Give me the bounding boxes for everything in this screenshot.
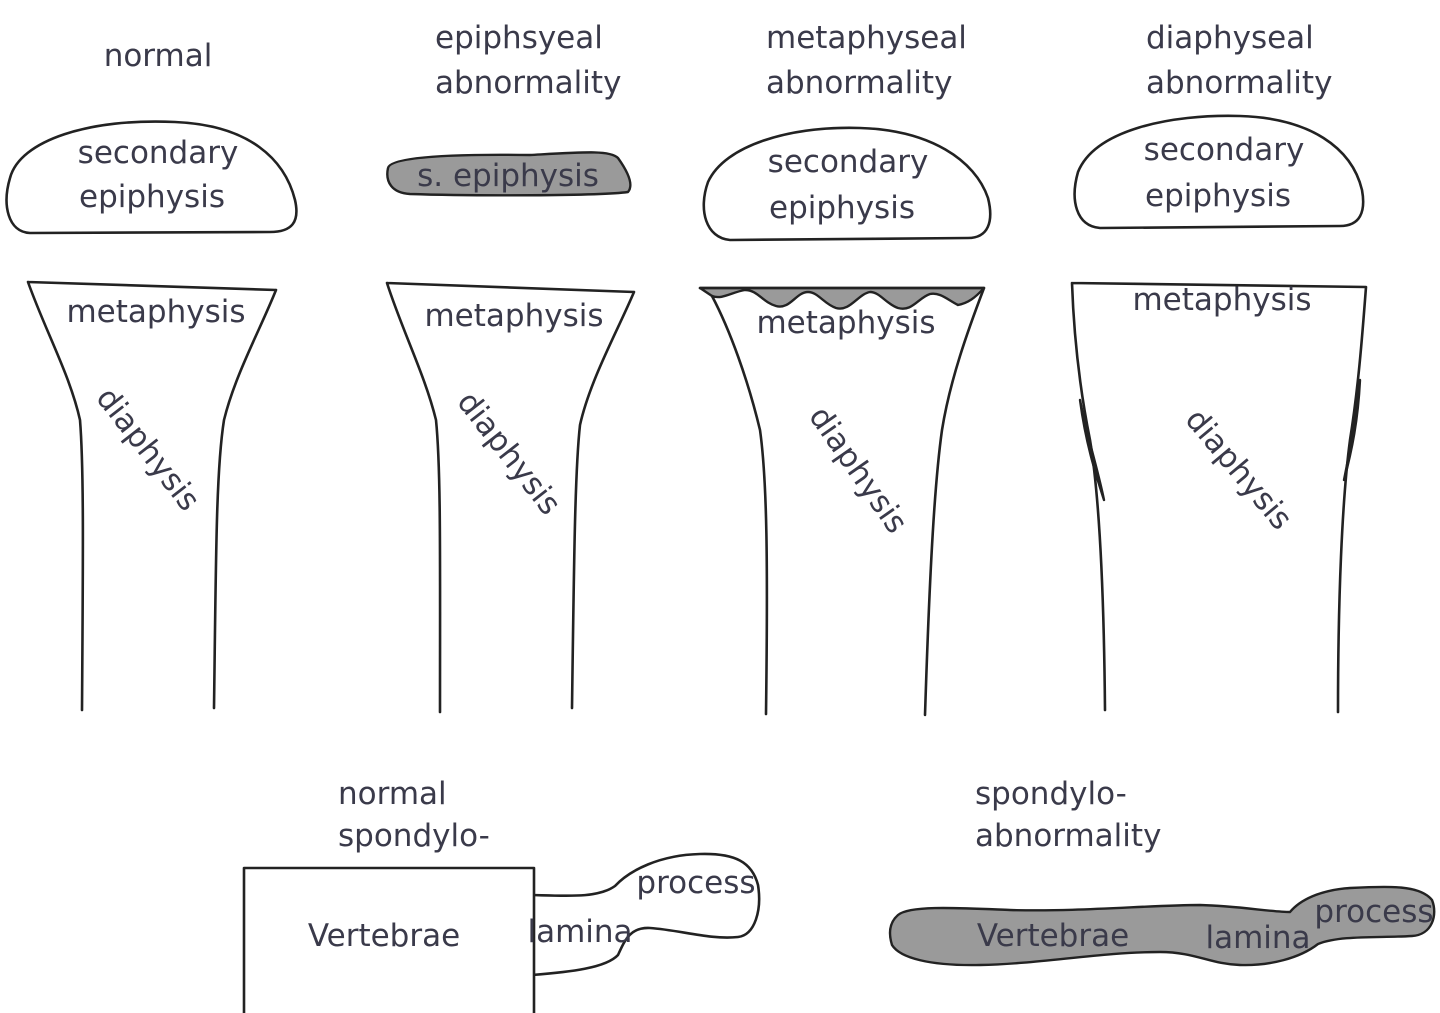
panel-title: diaphyseal	[1146, 20, 1314, 56]
panel-normal: normal secondary epiphysis metaphysis di…	[5, 38, 298, 712]
secondary-epiphysis-shape	[702, 126, 992, 242]
diaphysis-label: diaphysis	[450, 385, 568, 522]
long-bone-shape	[385, 281, 636, 714]
long-bone-shape	[1070, 281, 1368, 714]
process-label: process	[1314, 894, 1433, 930]
metaphysis-label: metaphysis	[424, 298, 603, 334]
metaphysis-label: metaphysis	[1132, 282, 1311, 318]
flattened-vertebra-shape	[888, 885, 1436, 967]
irregular-metaphysis-shape	[698, 286, 986, 310]
diaphysis-label: diaphysis	[801, 400, 914, 540]
metaphysis-label: metaphysis	[756, 305, 935, 341]
secondary-epiphysis-shape	[5, 120, 298, 235]
panel-diaphyseal-abnormality: diaphyseal abnormality secondary epiphys…	[1070, 20, 1368, 714]
panel-title: abnormality	[766, 65, 952, 101]
epiphysis-label: epiphysis	[1145, 178, 1291, 214]
diaphysis-label: diaphysis	[1178, 402, 1299, 537]
epiphysis-label: secondary	[1144, 132, 1305, 168]
diaphysis-thickening-right	[1342, 378, 1362, 482]
spine-title: abnormality	[975, 818, 1161, 854]
lamina-process-shape	[530, 852, 761, 977]
process-label: process	[636, 865, 755, 901]
epiphysis-label: secondary	[768, 144, 929, 180]
epiphysis-label: epiphysis	[769, 190, 915, 226]
lamina-label: lamina	[1205, 920, 1310, 956]
panel-metaphyseal-abnormality: metaphyseal abnormality secondary epiphy…	[698, 20, 992, 717]
diaphysis-label: diaphysis	[89, 381, 207, 518]
panel-title: metaphyseal	[766, 20, 967, 56]
epiphysis-label: secondary	[78, 135, 239, 171]
vertebrae-label: Vertebrae	[977, 918, 1129, 954]
spine-title: normal	[338, 776, 447, 812]
panel-epiphyseal-abnormality: epiphsyeal abnormality s. epiphysis meta…	[385, 20, 636, 714]
epiphysis-label: s. epiphysis	[417, 158, 599, 194]
epiphysis-label: epiphysis	[79, 179, 225, 215]
spine-normal: normal spondylo- Vertebrae lamina proces…	[242, 776, 761, 1013]
panel-title: epiphsyeal	[435, 20, 603, 56]
spine-abnormality: spondylo- abnormality Vertebrae lamina p…	[888, 776, 1436, 967]
secondary-epiphysis-shape	[1073, 114, 1365, 230]
spine-title: spondylo-	[975, 776, 1127, 812]
panel-title: abnormality	[435, 65, 621, 101]
vertebrae-label: Vertebrae	[308, 918, 460, 954]
panel-title: normal	[104, 38, 213, 74]
metaphysis-label: metaphysis	[66, 294, 245, 330]
long-bone-shape	[698, 286, 986, 717]
lamina-label: lamina	[527, 914, 632, 950]
panel-title: abnormality	[1146, 65, 1332, 101]
long-bone-shape	[26, 280, 278, 712]
small-epiphysis-shape	[386, 151, 632, 197]
vertebrae-body-shape	[242, 866, 536, 1013]
spine-title: spondylo-	[338, 818, 490, 854]
